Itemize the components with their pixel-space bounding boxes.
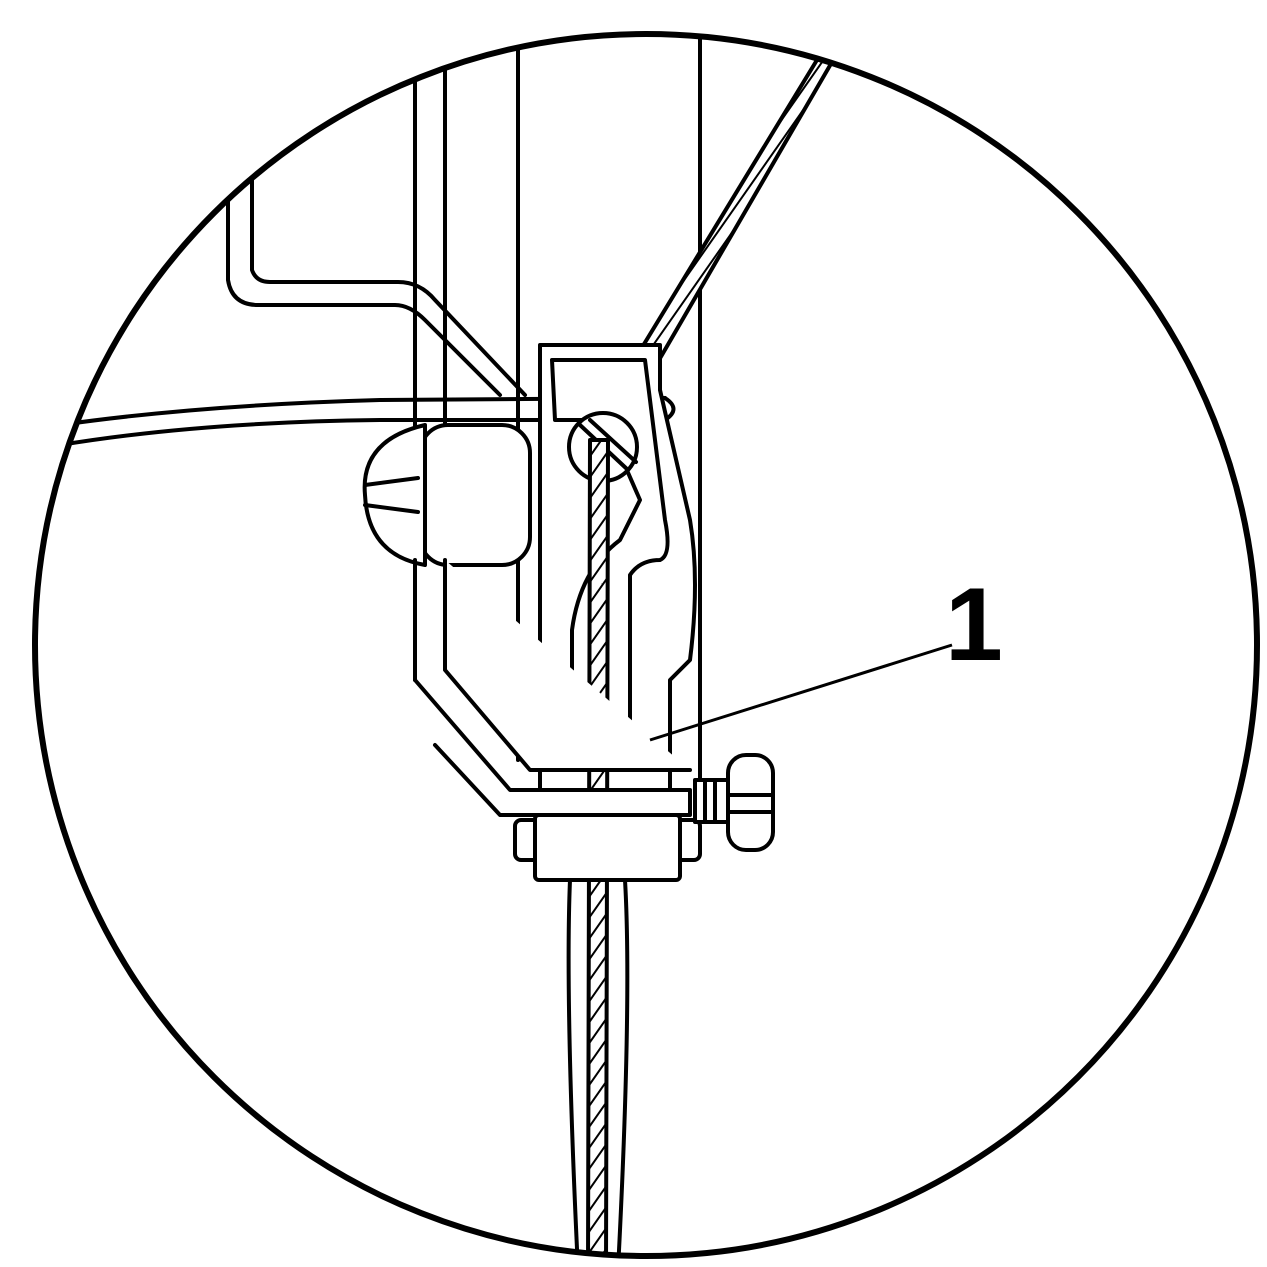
callout-label-1: 1 [945,567,1003,683]
left-screw [362,423,532,567]
detail-circle-frame [32,31,1260,1259]
right-thumb-screw [693,753,775,852]
support-rod [226,78,527,682]
lower-clamp-block [413,558,702,882]
callout-leader-line [649,643,953,742]
